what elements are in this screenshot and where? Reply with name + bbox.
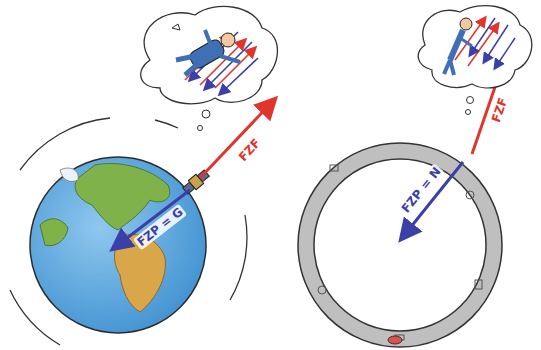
force-label: FZF	[235, 135, 265, 166]
orbit-lines	[10, 118, 247, 345]
standing-astronaut	[444, 18, 472, 75]
force-label: FZP = N	[397, 163, 444, 217]
floating-astronaut	[172, 24, 240, 75]
space-station	[298, 143, 502, 347]
thought-bubble	[141, 6, 278, 130]
force-arrow	[200, 100, 274, 178]
earth	[30, 157, 206, 333]
thought-bubble	[418, 6, 532, 115]
